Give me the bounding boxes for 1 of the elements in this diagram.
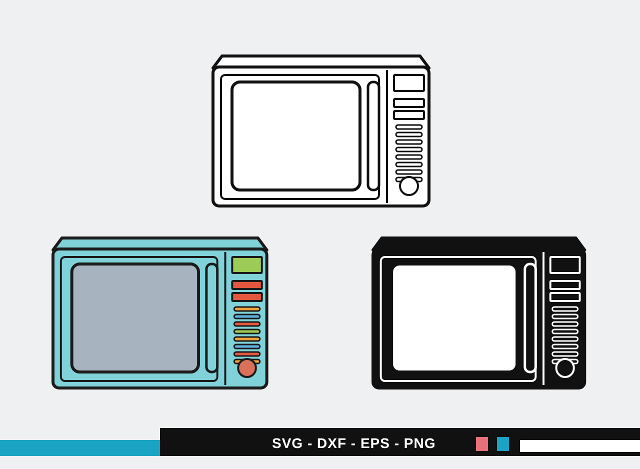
format-list-text: SVG - DXF - EPS - PNG — [272, 434, 436, 453]
